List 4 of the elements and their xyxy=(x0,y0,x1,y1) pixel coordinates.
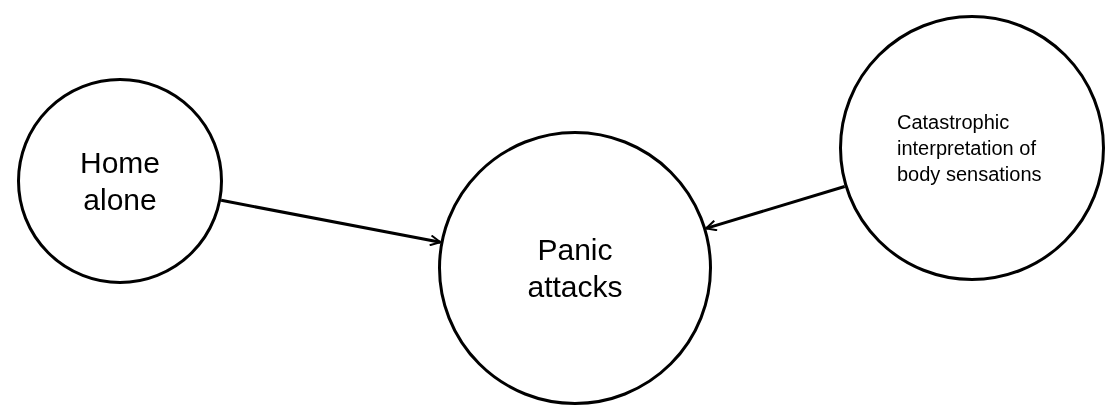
node-text: Catastrophic interpretation of body sensations xyxy=(897,110,1043,187)
arrow xyxy=(705,185,846,232)
node-text: Home alone xyxy=(79,144,161,218)
node-text: Panic attacks xyxy=(526,231,624,305)
